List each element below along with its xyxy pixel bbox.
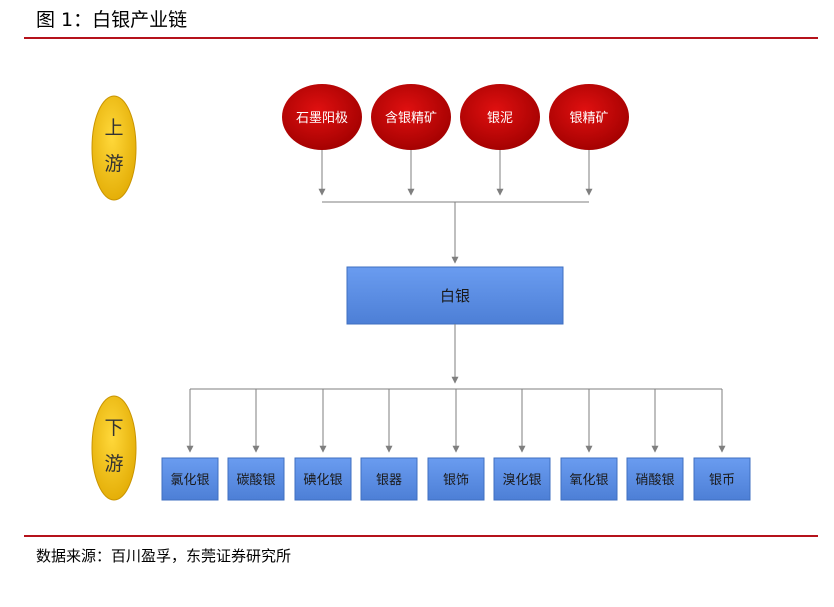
upstream-node: 含银精矿 [371, 84, 451, 150]
upstream-node: 银泥 [460, 84, 540, 150]
downstream-node: 溴化银 [493, 457, 551, 501]
center-node-label: 白银 [440, 287, 470, 305]
downstream-node-label: 银饰 [443, 473, 469, 488]
stage-upstream-char-1: 上 [104, 117, 123, 139]
downstream-node: 银器 [360, 457, 418, 501]
downstream-node: 碳酸银 [227, 457, 285, 501]
center-node: 白银 [346, 266, 564, 325]
downstream-connectors [186, 324, 726, 453]
upstream-inputs: 石墨阳极 含银精矿 银泥 银精矿 [282, 84, 629, 150]
upstream-connectors [318, 150, 593, 264]
downstream-products: 氯化银 碳酸银 碘化银 银器 银饰 溴化银 氧化银 硝酸银 [161, 457, 751, 501]
upstream-node-label: 银泥 [487, 111, 513, 126]
upstream-node-label: 含银精矿 [385, 110, 437, 126]
downstream-node-label: 硝酸银 [635, 473, 674, 488]
upstream-node: 石墨阳极 [282, 84, 362, 150]
downstream-node: 银饰 [427, 457, 485, 501]
stage-downstream-char-2: 游 [104, 453, 123, 475]
title-rule [24, 37, 818, 39]
stage-downstream: 下 游 [91, 395, 137, 501]
downstream-node-label: 银器 [376, 473, 402, 488]
downstream-node: 氧化银 [560, 457, 618, 501]
downstream-node-label: 银币 [709, 473, 735, 488]
stage-upstream: 上 游 [91, 95, 137, 201]
upstream-node-label: 银精矿 [569, 111, 608, 126]
upstream-node: 银精矿 [549, 84, 629, 150]
downstream-node: 氯化银 [161, 457, 219, 501]
downstream-node-label: 溴化银 [502, 473, 541, 488]
figure-title: 图 1：白银产业链 [36, 9, 188, 31]
downstream-node-label: 碳酸银 [236, 473, 275, 488]
stage-upstream-char-2: 游 [104, 153, 123, 175]
downstream-node: 碘化银 [294, 457, 352, 501]
upstream-node-label: 石墨阳极 [296, 111, 348, 126]
downstream-node: 银币 [693, 457, 751, 501]
downstream-node-label: 氧化银 [569, 473, 608, 488]
source-rule [24, 535, 818, 537]
downstream-node-label: 氯化银 [170, 473, 209, 488]
downstream-node-label: 碘化银 [303, 473, 342, 488]
downstream-node: 硝酸银 [626, 457, 684, 501]
source-note: 数据来源：百川盈孚，东莞证券研究所 [36, 547, 292, 565]
stage-downstream-char-1: 下 [104, 417, 123, 439]
